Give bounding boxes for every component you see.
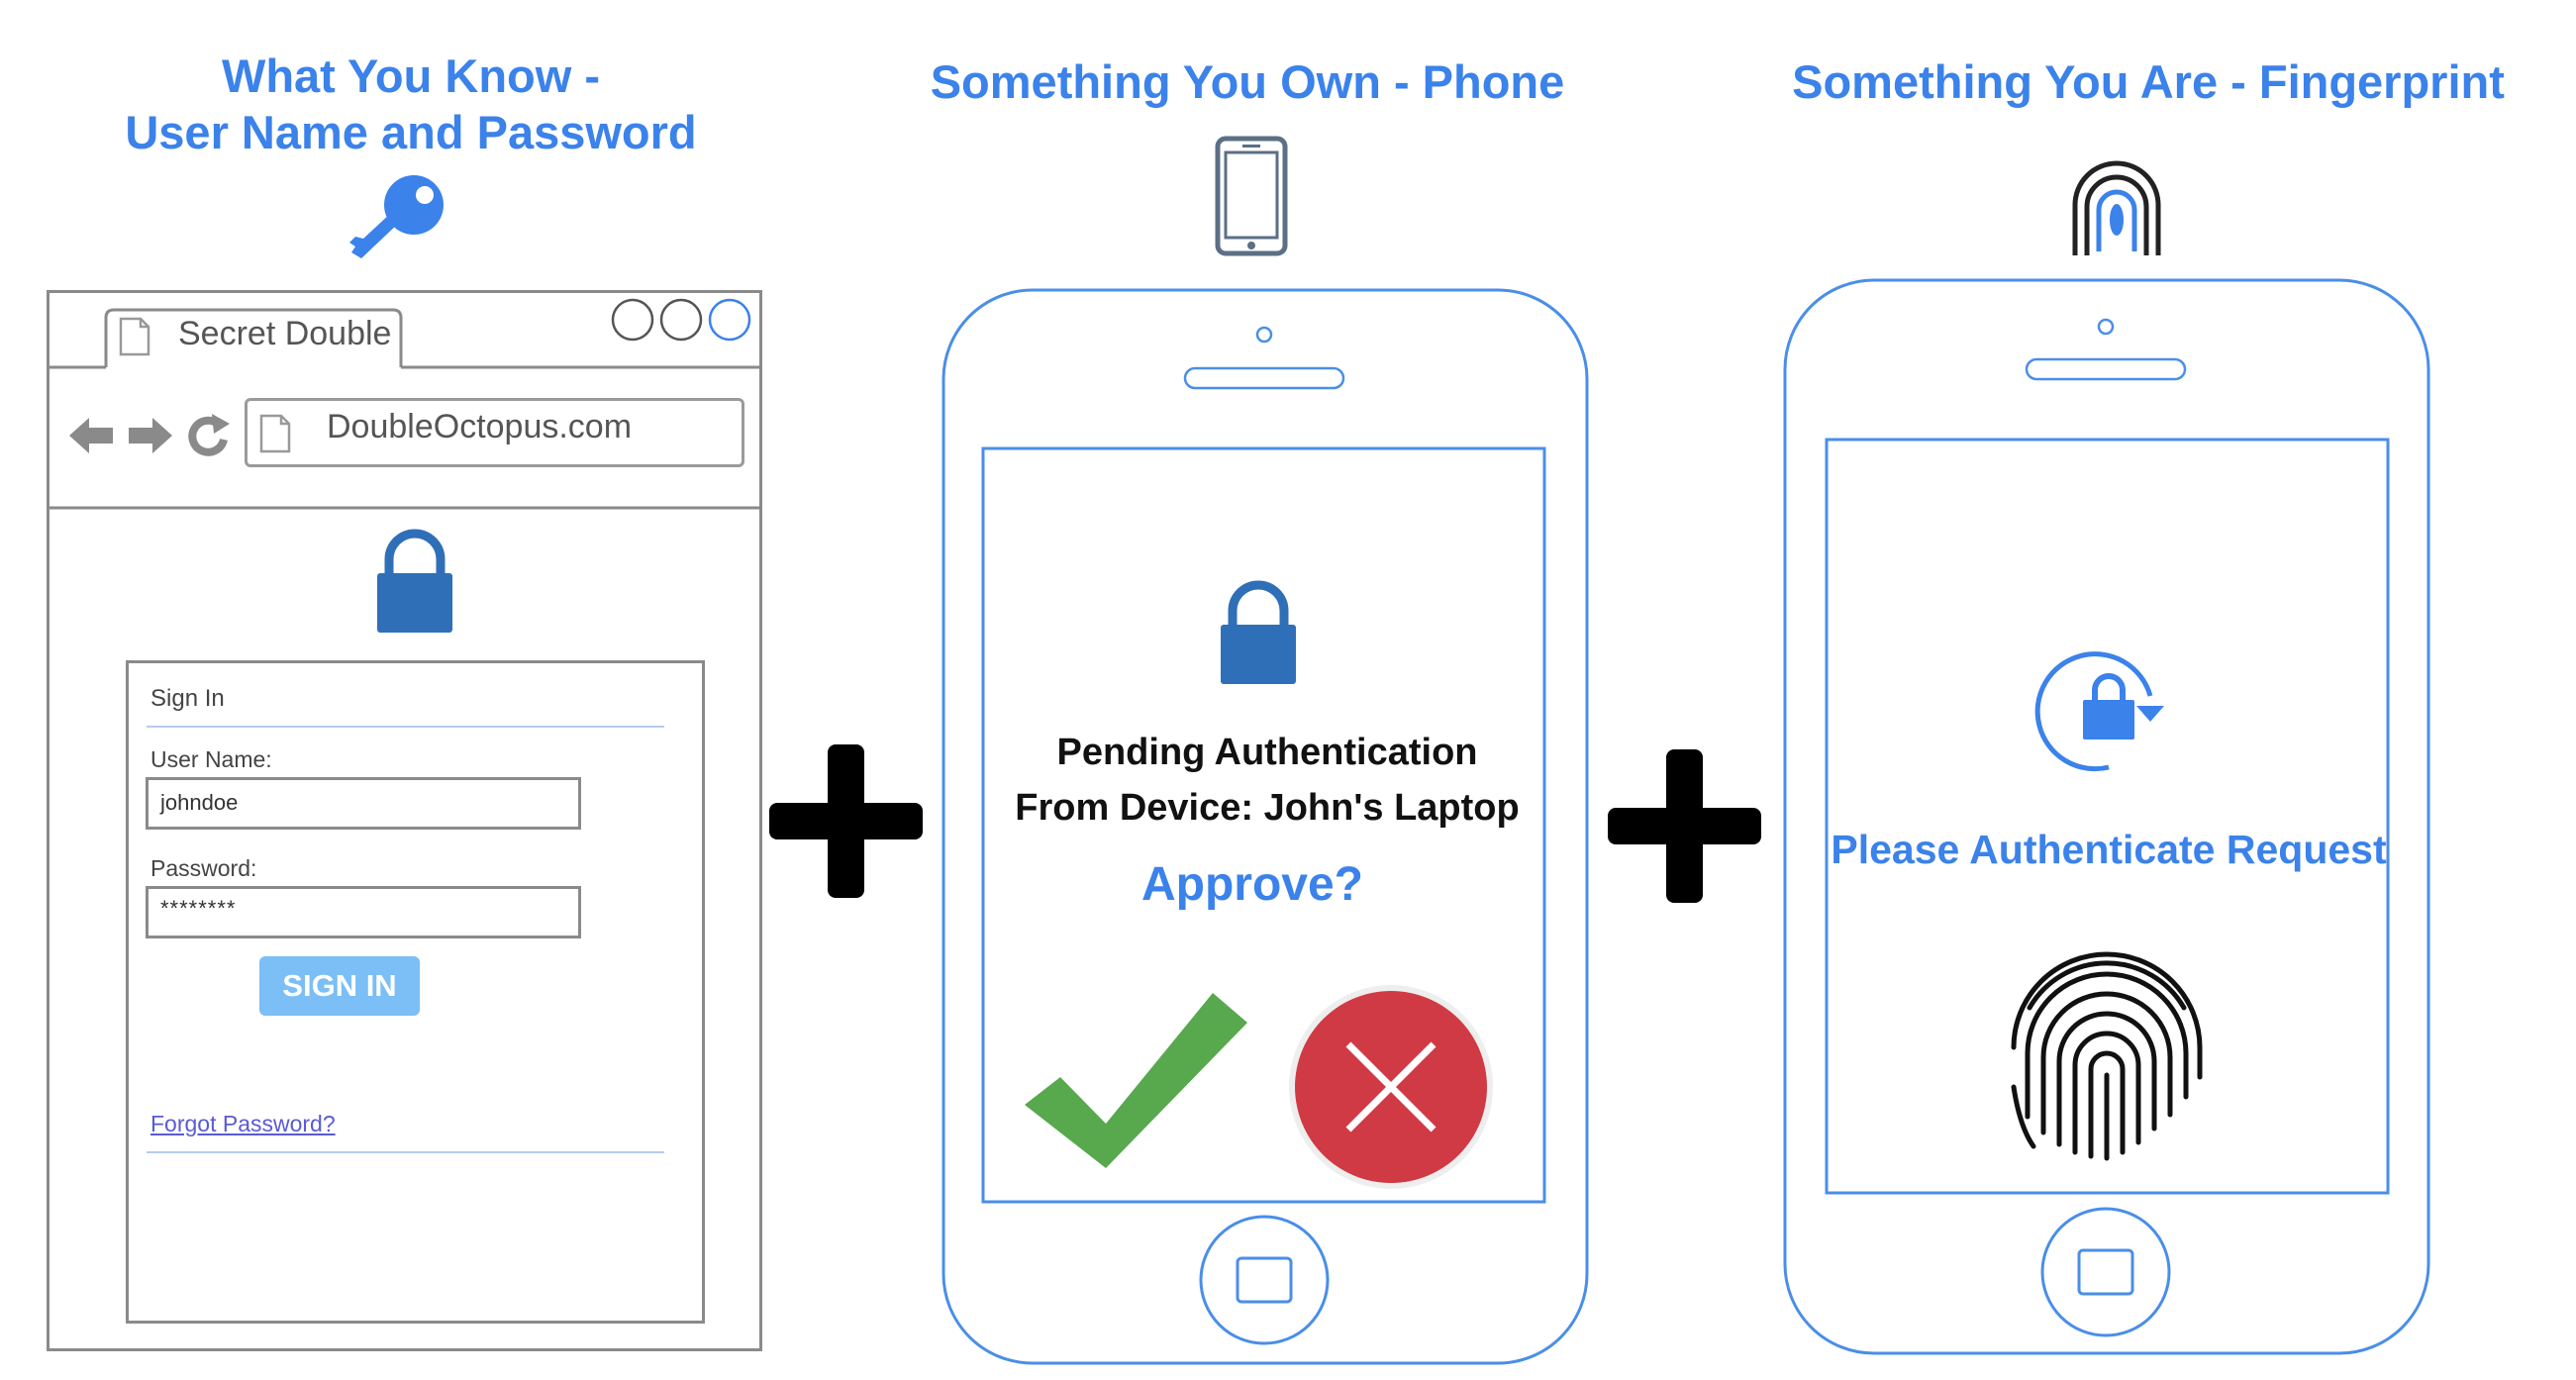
address-bar[interactable] bbox=[245, 398, 744, 467]
smartphone-icon bbox=[1215, 136, 1288, 256]
phone-approval bbox=[941, 288, 1589, 1365]
document-icon bbox=[119, 317, 150, 356]
heading-something-you-are: Something You Are - Fingerprint bbox=[1792, 55, 2505, 108]
username-field[interactable]: johndoe bbox=[146, 777, 581, 830]
password-label: Password: bbox=[150, 855, 257, 881]
form-title: Sign In bbox=[150, 685, 225, 712]
forgot-password-link[interactable]: Forgot Password? bbox=[150, 1111, 336, 1136]
key-icon bbox=[349, 175, 444, 258]
deny-x-icon[interactable] bbox=[1287, 983, 1495, 1191]
heading-line1: What You Know - bbox=[221, 49, 601, 102]
window-control-minimize[interactable] bbox=[659, 298, 703, 342]
login-form bbox=[126, 660, 705, 1324]
window-control-close[interactable] bbox=[611, 298, 654, 342]
lock-icon bbox=[377, 529, 452, 633]
password-field[interactable]: ******** bbox=[146, 886, 581, 938]
approve-prompt: Approve? bbox=[1140, 858, 1363, 911]
pending-line2: From Device: John's Laptop bbox=[1015, 787, 1520, 829]
rotating-lock-icon bbox=[2034, 651, 2164, 772]
divider bbox=[147, 1151, 664, 1153]
back-arrow-icon[interactable] bbox=[67, 414, 115, 457]
heading-something-you-own: Something You Own - Phone bbox=[930, 55, 1565, 108]
divider bbox=[147, 726, 664, 728]
pending-message: Pending Authentication From Device: John… bbox=[975, 725, 1559, 836]
fingerprint-icon bbox=[2072, 160, 2161, 255]
refresh-icon[interactable] bbox=[186, 412, 232, 459]
lock-icon bbox=[1221, 580, 1296, 684]
window-control-maximize[interactable] bbox=[708, 298, 751, 342]
pending-line1: Pending Authentication bbox=[1056, 732, 1478, 773]
authenticate-request-prompt: Please Authenticate Request bbox=[1831, 827, 2387, 872]
sign-in-button[interactable]: SIGN IN bbox=[259, 956, 420, 1016]
page-icon bbox=[259, 414, 291, 453]
plus-icon bbox=[1608, 749, 1761, 903]
tab-secret-double[interactable]: Secret Double bbox=[178, 315, 392, 352]
fingerprint-scan-icon[interactable] bbox=[2000, 948, 2214, 1162]
plus-icon bbox=[769, 744, 923, 898]
forward-arrow-icon[interactable] bbox=[127, 414, 174, 457]
browser-chrome bbox=[47, 308, 762, 510]
checkmark-icon[interactable] bbox=[1025, 993, 1247, 1171]
heading-what-you-know: What You Know - User Name and Password bbox=[0, 48, 822, 160]
url-text: DoubleOctopus.com bbox=[327, 408, 633, 445]
username-label: User Name: bbox=[150, 746, 272, 772]
phone-biometric bbox=[1783, 278, 2430, 1355]
heading-line2: User Name and Password bbox=[125, 106, 697, 158]
window-controls bbox=[611, 298, 751, 342]
